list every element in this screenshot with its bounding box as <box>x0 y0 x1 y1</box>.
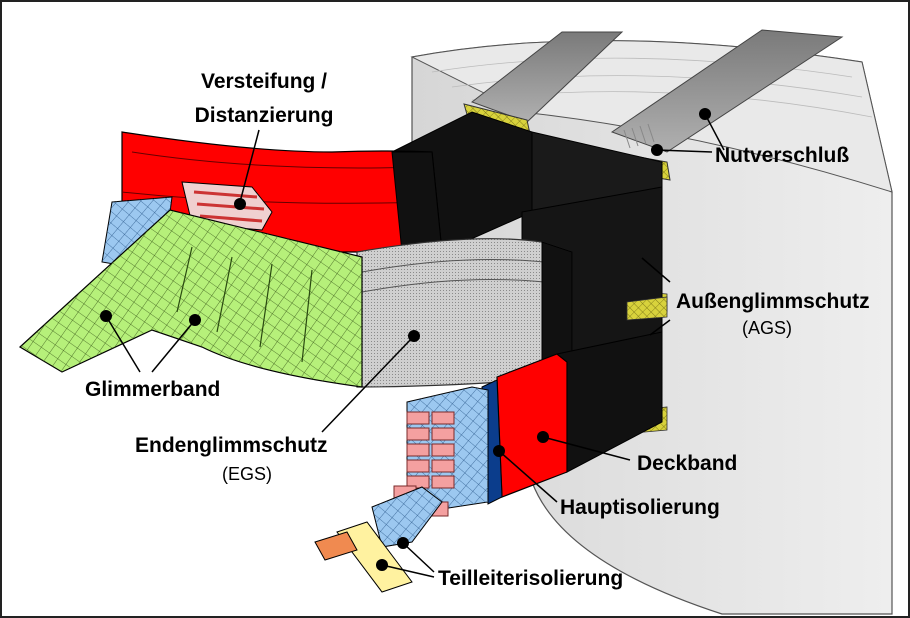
label-ags-abbr: (AGS) <box>741 318 792 338</box>
label-versteifung-2: Distanzierung <box>194 104 334 127</box>
endenglimmschutz-section <box>356 238 573 388</box>
teilleiter-strands <box>314 486 443 593</box>
leader-lines <box>105 113 725 578</box>
label-deckband: Deckband <box>637 452 738 475</box>
glimmerband-ribbon <box>18 209 363 388</box>
label-endenglimmschutz: Endenglimmschutz <box>135 434 328 457</box>
label-egs-abbr: (EGS) <box>221 464 272 484</box>
label-aussenglimmschutz: Außenglimmschutz <box>676 290 870 313</box>
label-hauptisolierung: Hauptisolierung <box>560 496 720 519</box>
label-nutverschluss: Nutverschluß <box>715 144 850 167</box>
label-glimmerband: Glimmerband <box>85 378 221 401</box>
marker-dots <box>100 108 711 571</box>
label-versteifung-1: Versteifung / <box>200 70 328 93</box>
bar-cross-section <box>393 331 663 517</box>
label-teilleiterisolierung: Teilleiterisolierung <box>438 567 624 590</box>
